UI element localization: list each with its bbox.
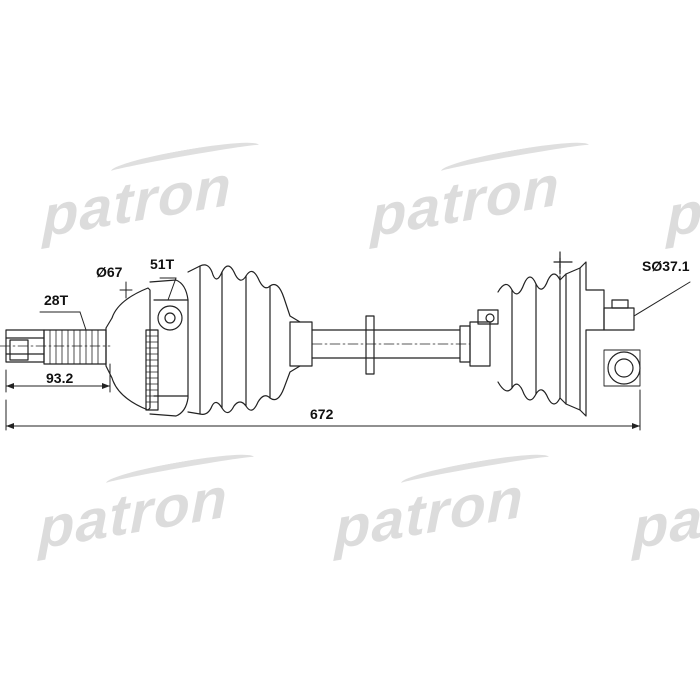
label-splines-outer: 28T [44,292,69,308]
inner-joint [553,251,641,417]
outer-cv-joint [105,279,189,417]
outer-boot [187,264,313,415]
label-inner-diameter: SØ37.1 [642,258,690,274]
label-splines-inner: 51T [150,256,175,272]
main-shaft [311,315,471,375]
outer-stub [0,329,111,365]
dimension-lines [5,277,691,431]
label-diameter-outer: Ø67 [96,264,123,280]
inner-boot [469,267,581,411]
label-stub-length: 93.2 [46,370,74,386]
label-total-length: 672 [310,406,334,422]
dimension-arrows [6,383,640,429]
